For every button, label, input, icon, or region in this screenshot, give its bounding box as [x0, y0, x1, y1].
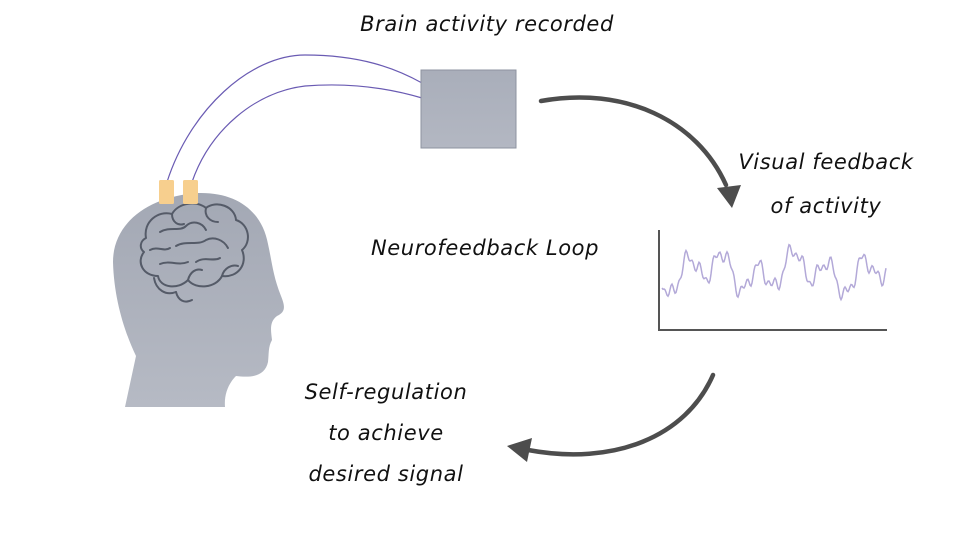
head-silhouette-icon — [113, 192, 284, 407]
label-feedback-line2: of activity — [770, 194, 882, 218]
label-feedback-line1: Visual feedback — [738, 150, 914, 174]
arrow-to-feedback — [538, 95, 729, 188]
arrow-to-self-regulation-head — [507, 438, 532, 462]
label-self-regulation: Self-regulation to achieve desired signa… — [274, 372, 498, 495]
electrode-wire-upper — [166, 54, 423, 183]
label-recorded-text: Brain activity recorded — [360, 12, 614, 36]
label-selfreg-line1: Self-regulation — [304, 380, 468, 404]
signal-plot-axes — [658, 230, 887, 331]
label-neurofeedback-loop: Neurofeedback Loop — [345, 228, 625, 268]
label-loop-text: Neurofeedback Loop — [370, 236, 600, 260]
label-selfreg-line2: to achieve — [328, 421, 444, 445]
label-selfreg-line3: desired signal — [308, 462, 464, 486]
arrow-to-feedback-head — [717, 185, 741, 208]
label-visual-feedback: Visual feedback of activity — [716, 140, 936, 228]
recorder-box-icon — [420, 69, 517, 149]
electrode-icon-left — [159, 180, 174, 204]
arrow-to-self-regulation — [525, 372, 716, 457]
signal-waveform-icon — [661, 243, 887, 302]
brain-stem-icon — [153, 277, 193, 303]
electrode-wire-lower — [191, 84, 423, 183]
label-brain-activity-recorded: Brain activity recorded — [320, 4, 654, 44]
electrode-icon-right — [183, 180, 198, 204]
